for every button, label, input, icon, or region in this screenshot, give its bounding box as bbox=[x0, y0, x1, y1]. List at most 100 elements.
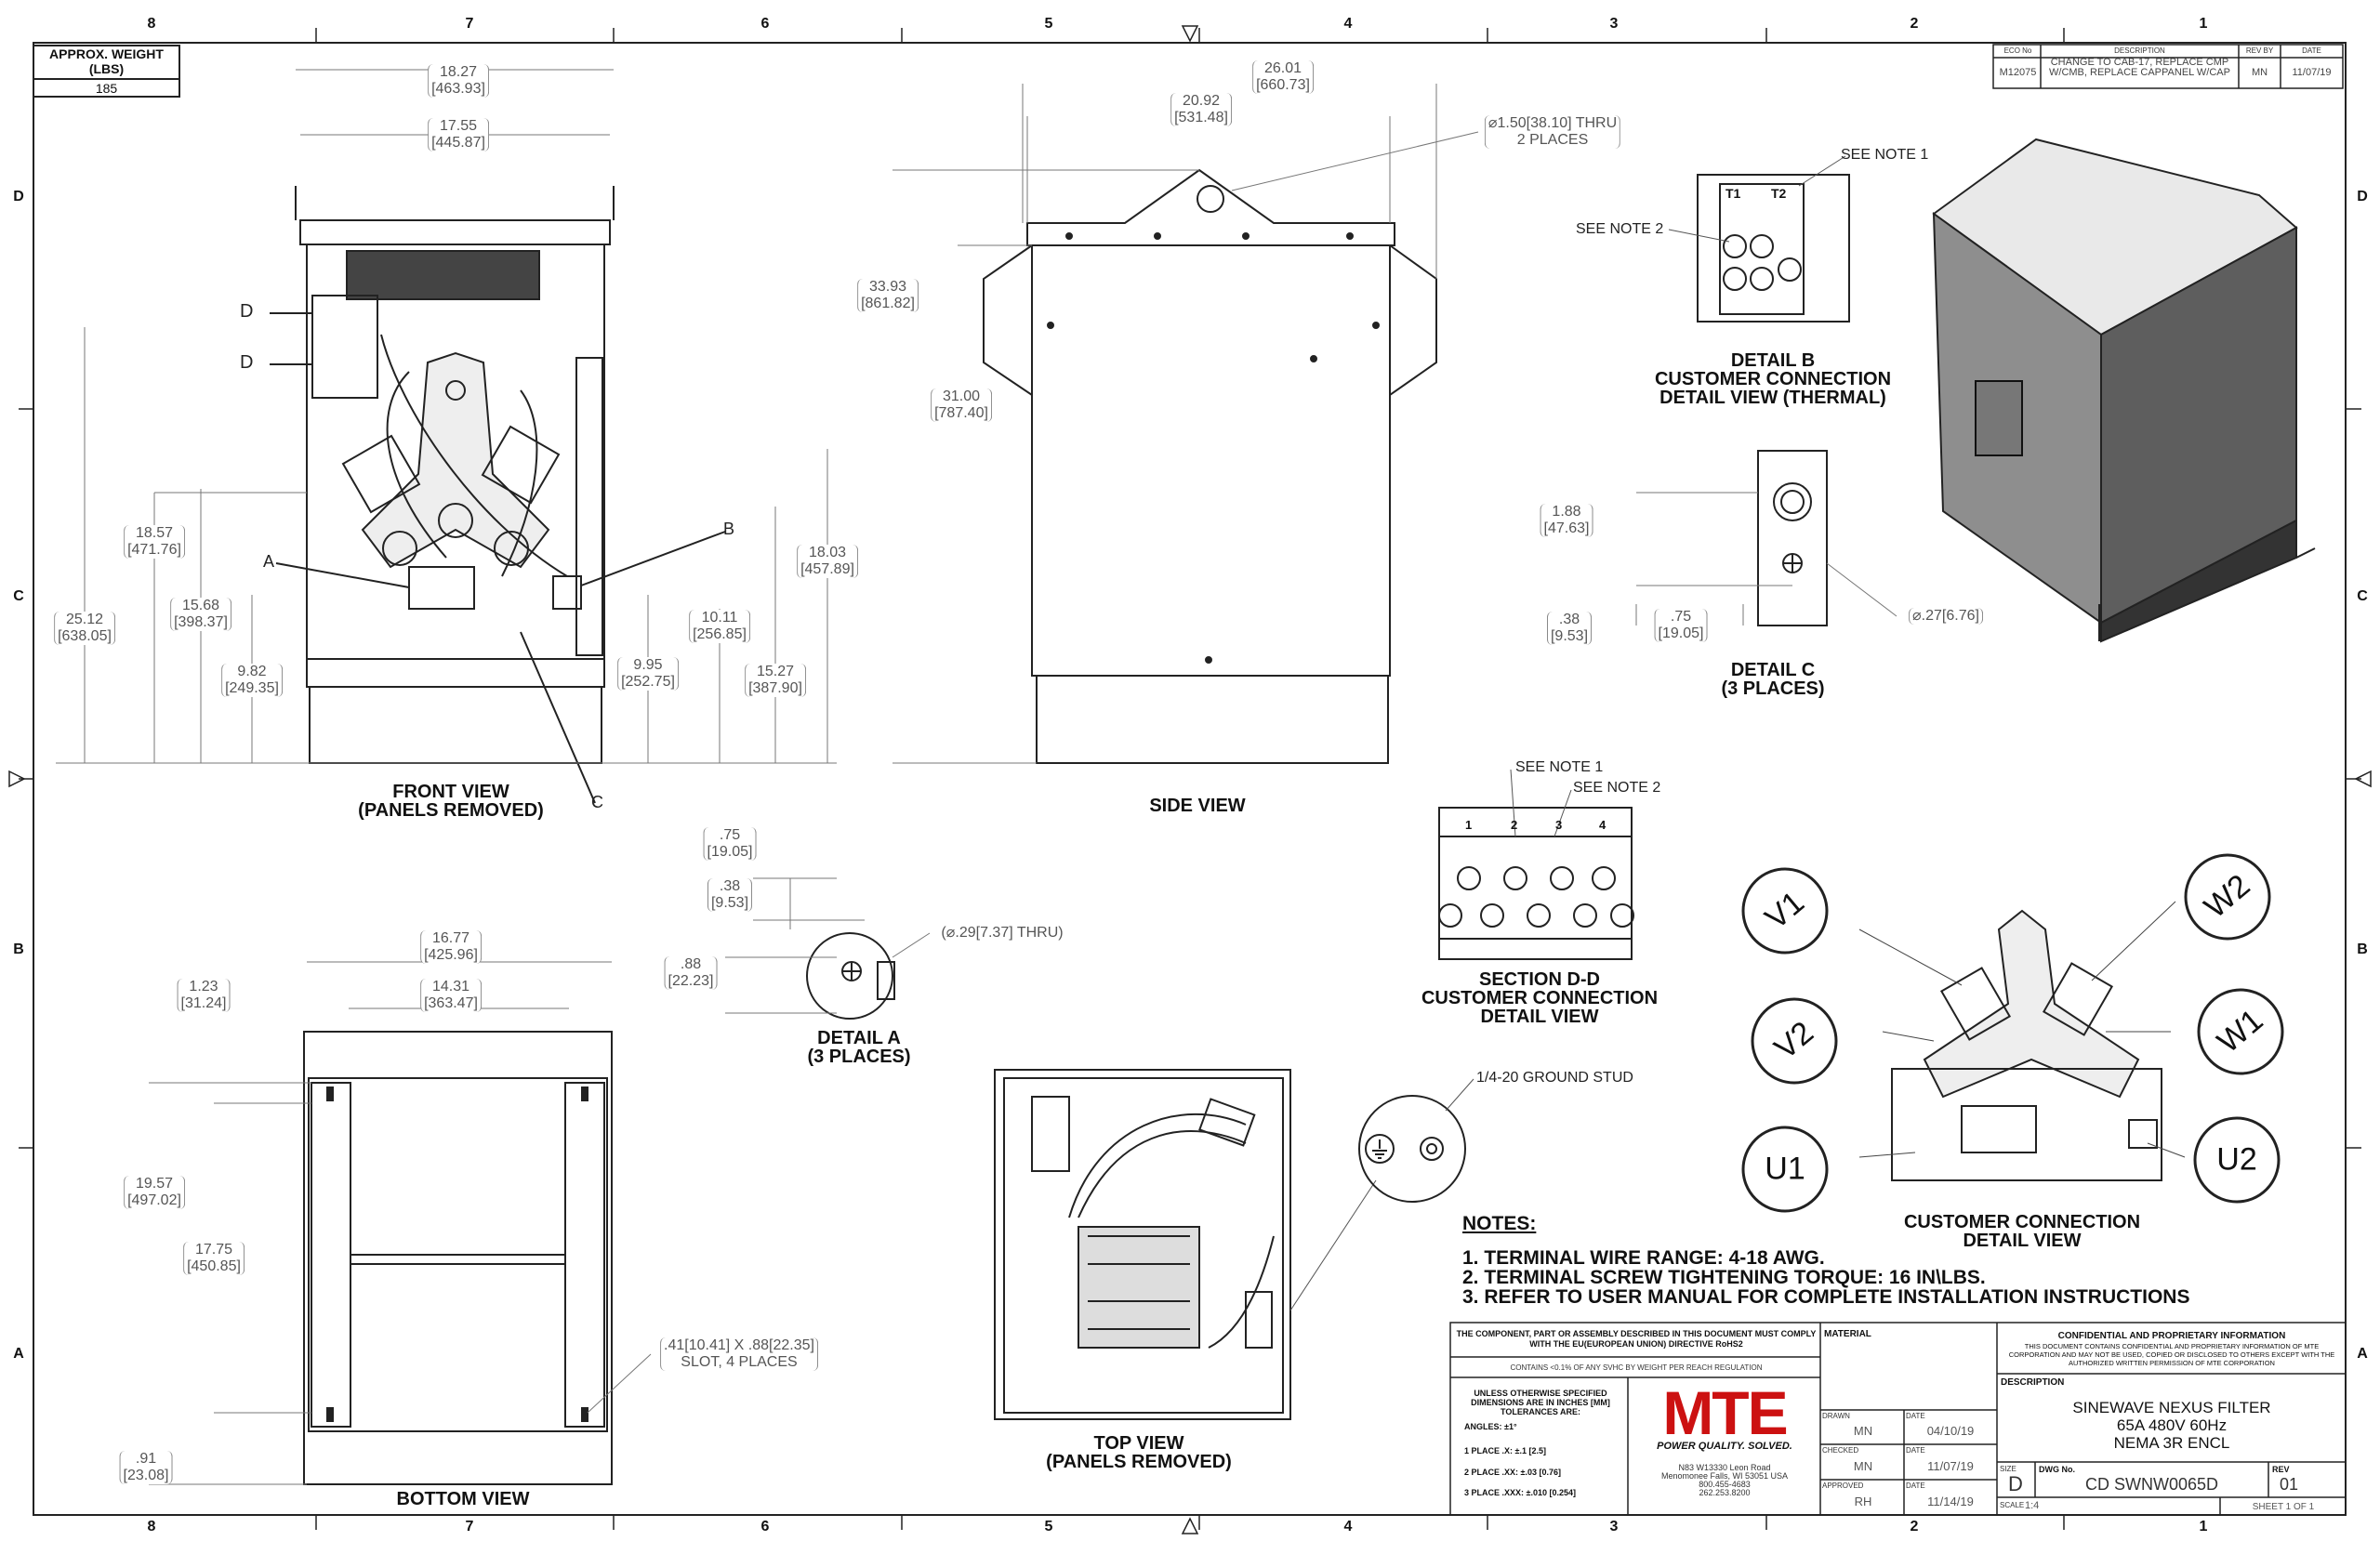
rev-date: 11/07/19 bbox=[2292, 67, 2332, 78]
callout-b: B bbox=[723, 520, 735, 538]
isometric-view bbox=[1932, 138, 2316, 643]
rev-header-revby: REV BY bbox=[2245, 46, 2274, 55]
detail-a-title: DETAIL A(3 PLACES) bbox=[807, 1028, 911, 1067]
approved-by: RH bbox=[1854, 1495, 1872, 1508]
dimension-label: 20.92[531.48] bbox=[1170, 93, 1232, 126]
dimension-label: .88[22.23] bbox=[664, 956, 718, 990]
callout-see-note-1: SEE NOTE 1 bbox=[1841, 147, 1929, 163]
dimension-label: .75[19.05] bbox=[703, 827, 757, 861]
checked-by: MN bbox=[1853, 1459, 1873, 1473]
notes-title: NOTES: bbox=[1462, 1213, 1537, 1234]
customer-connection-view bbox=[1741, 853, 2284, 1213]
rohs-statement: THE COMPONENT, PART OR ASSEMBLY DESCRIBE… bbox=[1456, 1329, 1817, 1349]
detail-c bbox=[1635, 450, 1897, 626]
dimension-label: 14.31[363.47] bbox=[420, 979, 482, 1012]
checked-date: 11/07/19 bbox=[1927, 1459, 1974, 1473]
description-label: DESCRIPTION bbox=[2001, 1377, 2065, 1388]
rev-by: MN bbox=[2251, 67, 2268, 78]
callout-a: A bbox=[263, 552, 275, 571]
callout-c: C bbox=[591, 793, 603, 811]
phase-label-u2: U2 bbox=[2216, 1141, 2257, 1178]
dimension-label: 1.23[31.24] bbox=[177, 979, 231, 1012]
zone-col-label: 8 bbox=[147, 16, 156, 32]
confidential-text: THIS DOCUMENT CONTAINS CONFIDENTIAL AND … bbox=[2008, 1342, 2335, 1367]
terminal-label: 3 bbox=[1555, 818, 1563, 832]
mte-tagline: POWER QUALITY. SOLVED. bbox=[1657, 1441, 1792, 1452]
front-view-title: FRONT VIEW(PANELS REMOVED) bbox=[358, 782, 544, 821]
section-dd bbox=[1438, 769, 1634, 960]
bottom-view-title: BOTTOM VIEW bbox=[396, 1489, 530, 1509]
callout-see-note-1: SEE NOTE 1 bbox=[1515, 759, 1604, 775]
approved-date: 11/14/19 bbox=[1927, 1495, 1974, 1508]
dimension-label: 33.93[861.82] bbox=[857, 279, 919, 312]
zone-col-label: 4 bbox=[1343, 1519, 1353, 1534]
detail-a bbox=[725, 877, 931, 1020]
dimension-label: 15.68[398.37] bbox=[170, 598, 231, 631]
rev-eco: M12075 bbox=[1999, 67, 2037, 78]
dimension-label: 1.88[47.63] bbox=[1540, 504, 1593, 537]
zone-col-label: 1 bbox=[2199, 16, 2208, 32]
rev-header-description: DESCRIPTION bbox=[2114, 46, 2165, 55]
note-item: 3. REFER TO USER MANUAL FOR COMPLETE INS… bbox=[1462, 1286, 2190, 1308]
dimension-label: .75[19.05] bbox=[1654, 609, 1708, 642]
callout-see-note-2: SEE NOTE 2 bbox=[1576, 221, 1664, 237]
scale-value: 1:4 bbox=[2025, 1500, 2040, 1511]
zone-row-label: D bbox=[2357, 189, 2368, 204]
dimension-label: 10.11[256.85] bbox=[689, 610, 750, 643]
zone-col-label: 2 bbox=[1910, 1519, 1919, 1534]
approved-label: APPROVED bbox=[1822, 1482, 1864, 1490]
checked-label: CHECKED bbox=[1822, 1446, 1859, 1455]
zone-row-label: A bbox=[13, 1346, 24, 1362]
material-label: MATERIAL bbox=[1824, 1329, 1871, 1339]
zone-col-label: 8 bbox=[147, 1519, 156, 1534]
revision-table bbox=[1992, 44, 2344, 89]
top-view-title: TOP VIEW(PANELS REMOVED) bbox=[1046, 1433, 1232, 1472]
side-view bbox=[892, 84, 1479, 764]
drawn-by: MN bbox=[1853, 1424, 1873, 1438]
weight-box bbox=[33, 45, 180, 98]
tolerance-angles: ANGLES: ±1° bbox=[1464, 1422, 1517, 1431]
confidential-title: CONFIDENTIAL AND PROPRIETARY INFORMATION bbox=[2057, 1331, 2286, 1341]
date-label: DATE bbox=[1906, 1446, 1925, 1455]
title-block-lines bbox=[1449, 1322, 2347, 1516]
tolerance-heading: UNLESS OTHERWISE SPECIFIED DIMENSIONS AR… bbox=[1471, 1389, 1610, 1416]
dimension-label: 16.77[425.96] bbox=[420, 930, 482, 964]
rev-label: REV bbox=[2272, 1465, 2290, 1474]
terminal-label: 1 bbox=[1465, 818, 1473, 832]
date-label: DATE bbox=[1906, 1412, 1925, 1420]
zone-col-label: 5 bbox=[1044, 16, 1053, 32]
zone-row-label: B bbox=[13, 942, 24, 957]
sheet-size: D bbox=[2008, 1472, 2023, 1495]
top-view bbox=[994, 1069, 1377, 1420]
zone-col-label: 7 bbox=[465, 16, 474, 32]
callout-see-note-2: SEE NOTE 2 bbox=[1573, 780, 1661, 796]
terminal-label: 4 bbox=[1599, 818, 1606, 832]
rev-header-eco: ECO No bbox=[2003, 46, 2032, 55]
dwg-no-label: DWG No. bbox=[2039, 1465, 2075, 1474]
zone-row-label: B bbox=[2357, 942, 2368, 957]
dimension-label: 17.75[450.85] bbox=[183, 1242, 245, 1275]
weight-label: APPROX. WEIGHT (LBS) bbox=[49, 46, 164, 76]
note-item: 1. TERMINAL WIRE RANGE: 4-18 AWG. bbox=[1462, 1247, 1825, 1269]
dimension-label: 9.82[249.35] bbox=[221, 664, 283, 697]
dimension-label: 26.01[660.73] bbox=[1252, 60, 1314, 94]
zone-col-label: 5 bbox=[1044, 1519, 1053, 1534]
zone-row-label: D bbox=[13, 189, 24, 204]
dimension-label: 17.55[445.87] bbox=[428, 118, 489, 151]
dimension-label: 9.95[252.75] bbox=[617, 657, 679, 691]
mte-logo: MTE bbox=[1662, 1378, 1788, 1447]
drawn-label: DRAWN bbox=[1822, 1412, 1850, 1420]
dimension-label: 31.00[787.40] bbox=[931, 388, 992, 422]
rev-description: CHANGE TO CAB-17, REPLACE CMP W/CMB, REP… bbox=[2049, 57, 2230, 78]
date-label: DATE bbox=[1906, 1482, 1925, 1490]
scale-label: SCALE bbox=[2000, 1501, 2025, 1509]
dimension-label: ⌀.27[6.76] bbox=[1909, 608, 1983, 625]
callout-ground-stud: 1/4-20 GROUND STUD bbox=[1476, 1070, 1633, 1086]
dimension-label: 25.12[638.05] bbox=[54, 612, 115, 645]
drawing-number: CD SWNW0065D bbox=[2084, 1475, 2219, 1494]
tolerance-3place: 3 PLACE .XXX: ±.010 [0.254] bbox=[1464, 1488, 1576, 1497]
